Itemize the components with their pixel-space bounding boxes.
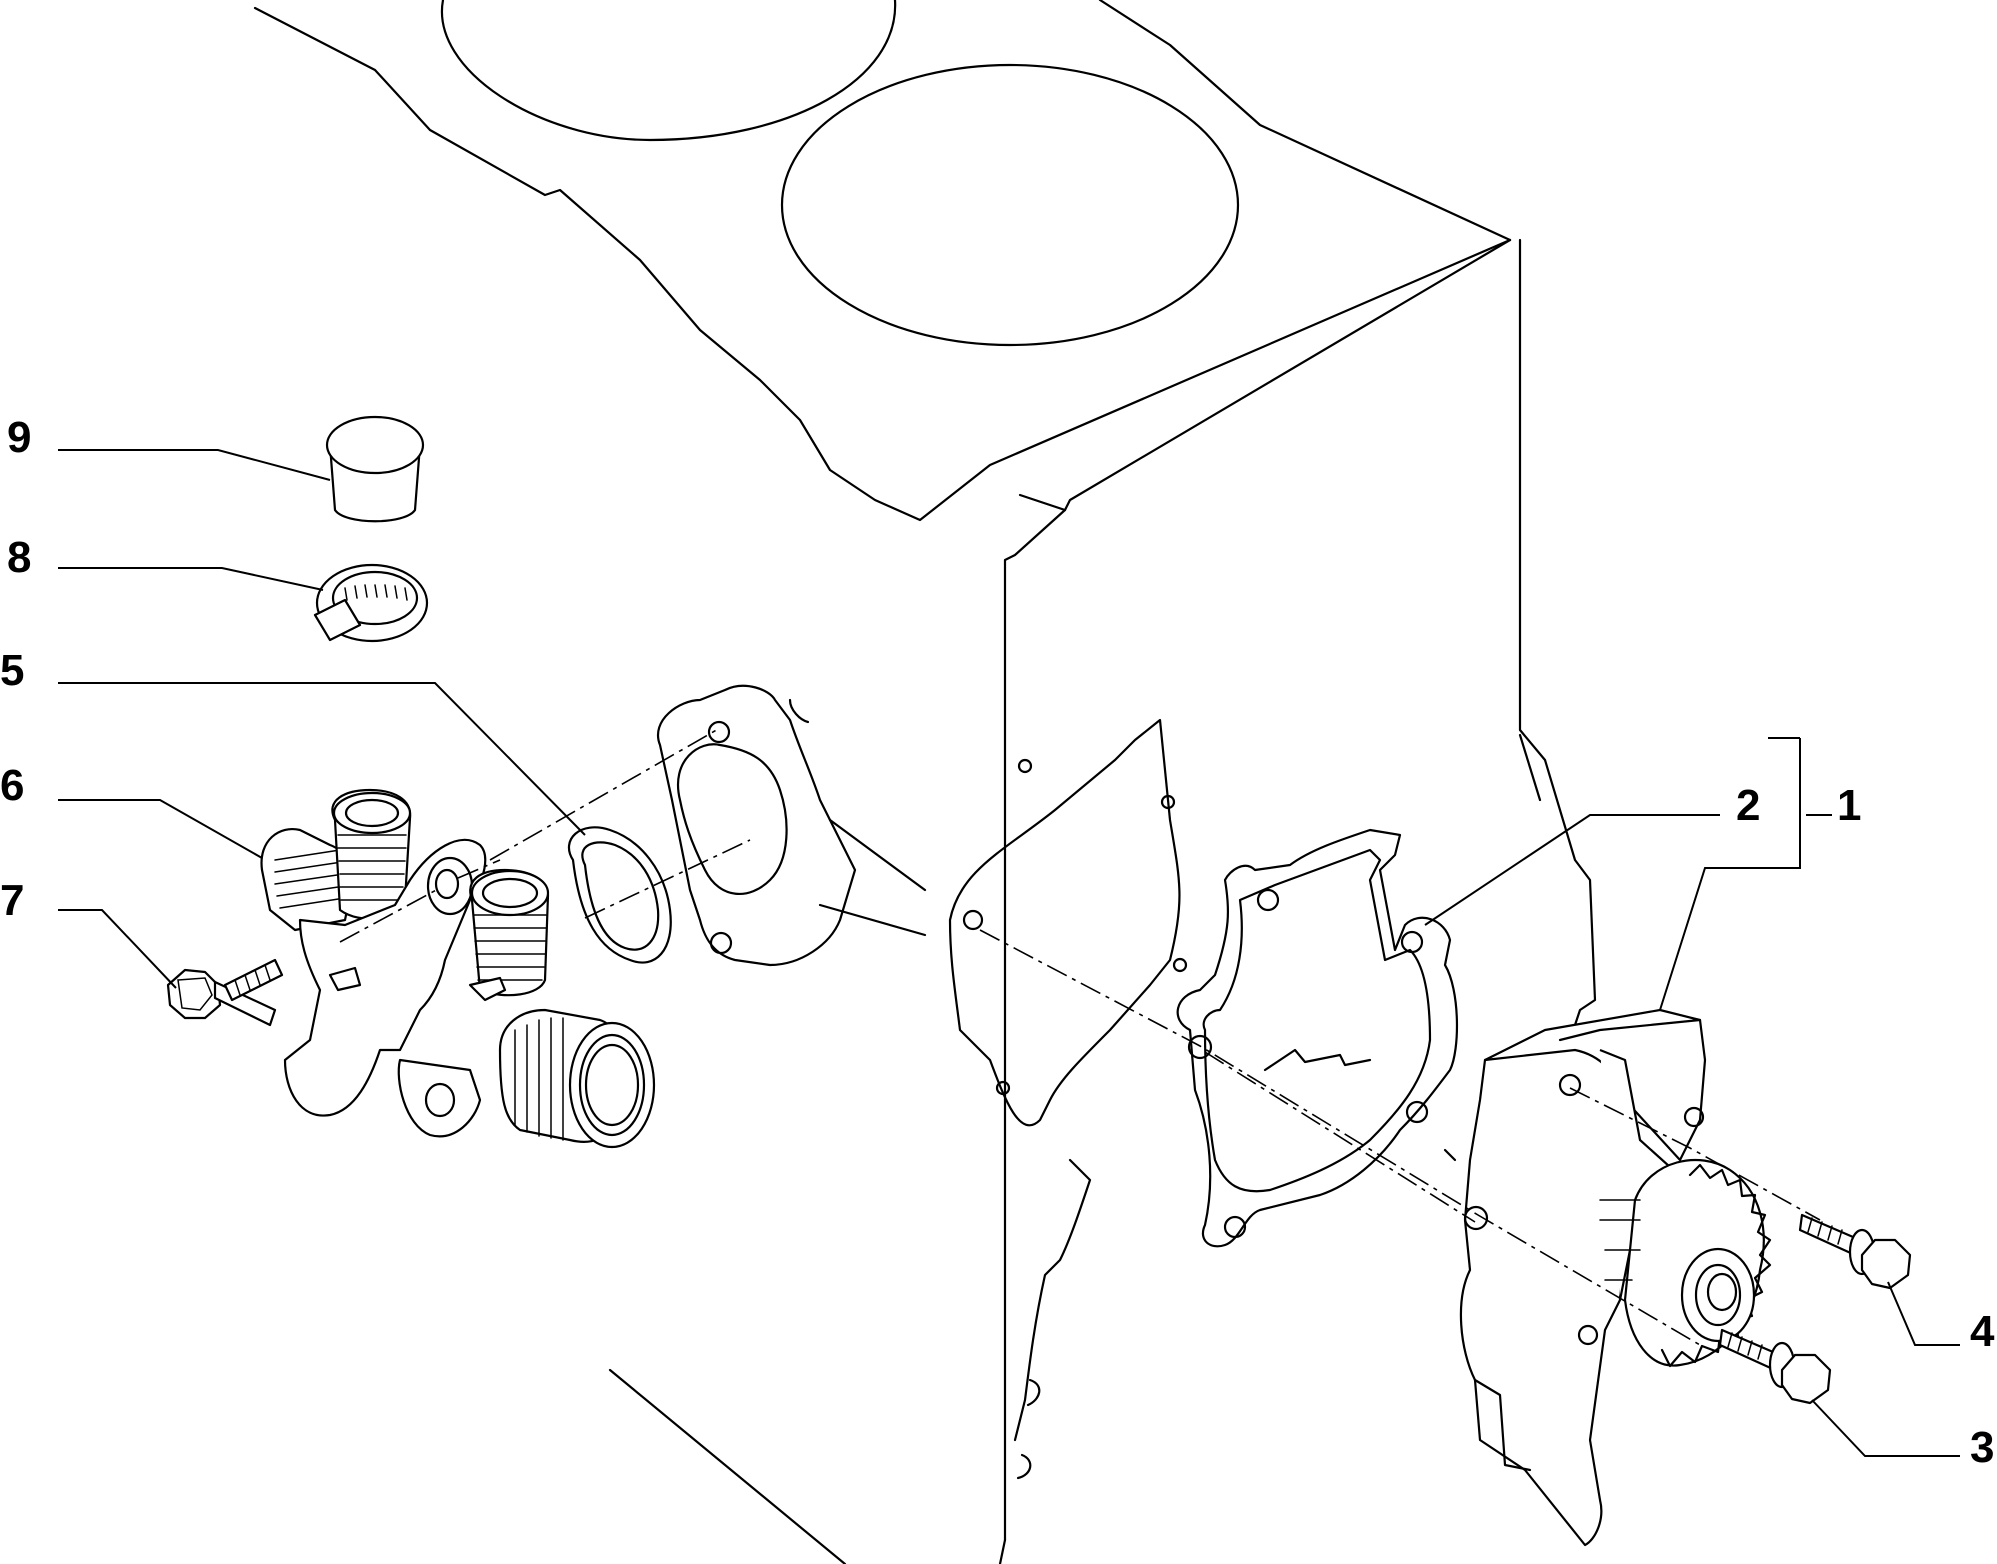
- thermostat-flange: [657, 684, 927, 967]
- callout-1: 1: [1837, 781, 1861, 830]
- callout-4: 4: [1970, 1307, 1995, 1356]
- callout-2: 2: [1736, 781, 1760, 830]
- callout-7: 7: [0, 876, 24, 925]
- callout-3: 3: [1970, 1423, 1994, 1472]
- pump-gasket: [1176, 828, 1459, 1248]
- o-ring: [567, 826, 672, 964]
- callout-leaders: [58, 449, 1960, 1457]
- housing-bolt: [166, 958, 284, 1027]
- engine-block: [253, 0, 1597, 1564]
- pump-bolt-upper: [1798, 1213, 1912, 1290]
- callout-5: 5: [0, 646, 24, 695]
- water-pump: [1443, 1008, 1772, 1547]
- pump-mounting-face: [948, 718, 1188, 1480]
- assembly-axes: [339, 727, 1821, 1346]
- plug-cap: [325, 415, 425, 523]
- callout-labels: 9 8 5 6 7 2 1 4 3: [0, 413, 1995, 1472]
- thermostat-housing: [260, 788, 656, 1149]
- callout-8: 8: [7, 533, 31, 582]
- hose-clamp: [313, 563, 429, 643]
- pump-bolt-lower: [1718, 1328, 1832, 1405]
- callout-6: 6: [0, 761, 24, 810]
- callout-9: 9: [7, 413, 31, 462]
